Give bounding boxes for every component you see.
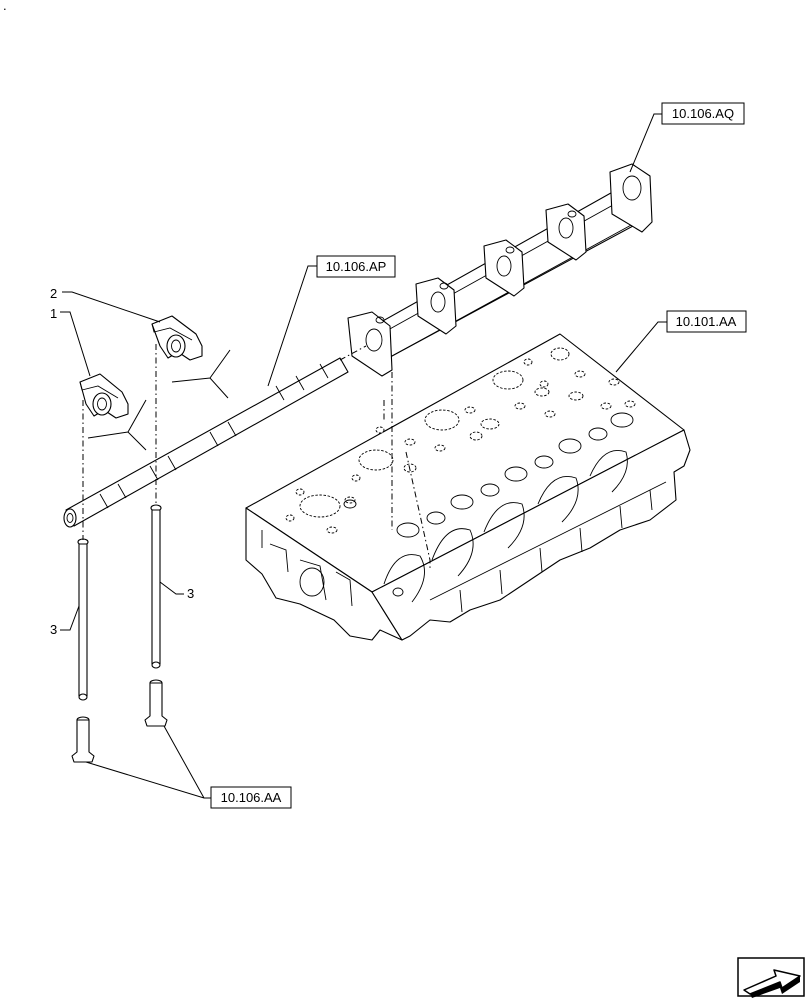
leader-rocker-support xyxy=(629,113,662,173)
leader-rocker-shaft xyxy=(267,265,317,387)
ref-box-rocker-support[interactable]: 10.106.AQ xyxy=(661,102,745,125)
rocker-arm-support xyxy=(347,163,653,377)
push-rod-left xyxy=(77,538,89,701)
rocker-arm-2 xyxy=(151,315,203,361)
ref-box-rocker-shaft[interactable]: 10.106.AP xyxy=(316,255,396,278)
leader-tappet xyxy=(85,725,211,799)
push-rod-right xyxy=(150,504,162,669)
tappet-left xyxy=(71,716,95,763)
svg-text:10.106.AA: 10.106.AA xyxy=(221,790,282,805)
item-number-rocker-arm-2: 2 xyxy=(50,286,57,301)
tappet-right xyxy=(144,679,168,727)
item-number-push-rod-left: 3 xyxy=(50,622,57,637)
item-number-rocker-arm-1: 1 xyxy=(50,306,57,321)
leader-item-3-right xyxy=(159,581,184,595)
svg-text:10.106.AP: 10.106.AP xyxy=(326,259,387,274)
assembly-marker-1 xyxy=(87,399,147,451)
corner-mark: . xyxy=(3,0,7,13)
leader-item-2 xyxy=(62,291,161,323)
ref-box-tappet[interactable]: 10.106.AA xyxy=(210,786,292,809)
leader-item-1 xyxy=(60,311,91,377)
rocker-shaft xyxy=(63,345,367,528)
rocker-arm-1 xyxy=(79,373,129,419)
next-page-arrow-icon[interactable] xyxy=(737,957,805,998)
item-number-push-rod-right: 3 xyxy=(187,586,194,601)
leader-cylinder-head xyxy=(615,321,667,373)
centreline-head xyxy=(383,400,431,568)
ref-box-cylinder-head[interactable]: 10.101.AA xyxy=(666,310,747,333)
cylinder-head xyxy=(245,333,691,641)
svg-text:10.101.AA: 10.101.AA xyxy=(676,314,737,329)
leader-item-3-left xyxy=(60,605,80,631)
svg-text:10.106.AQ: 10.106.AQ xyxy=(672,106,734,121)
assembly-marker-2 xyxy=(171,349,231,399)
